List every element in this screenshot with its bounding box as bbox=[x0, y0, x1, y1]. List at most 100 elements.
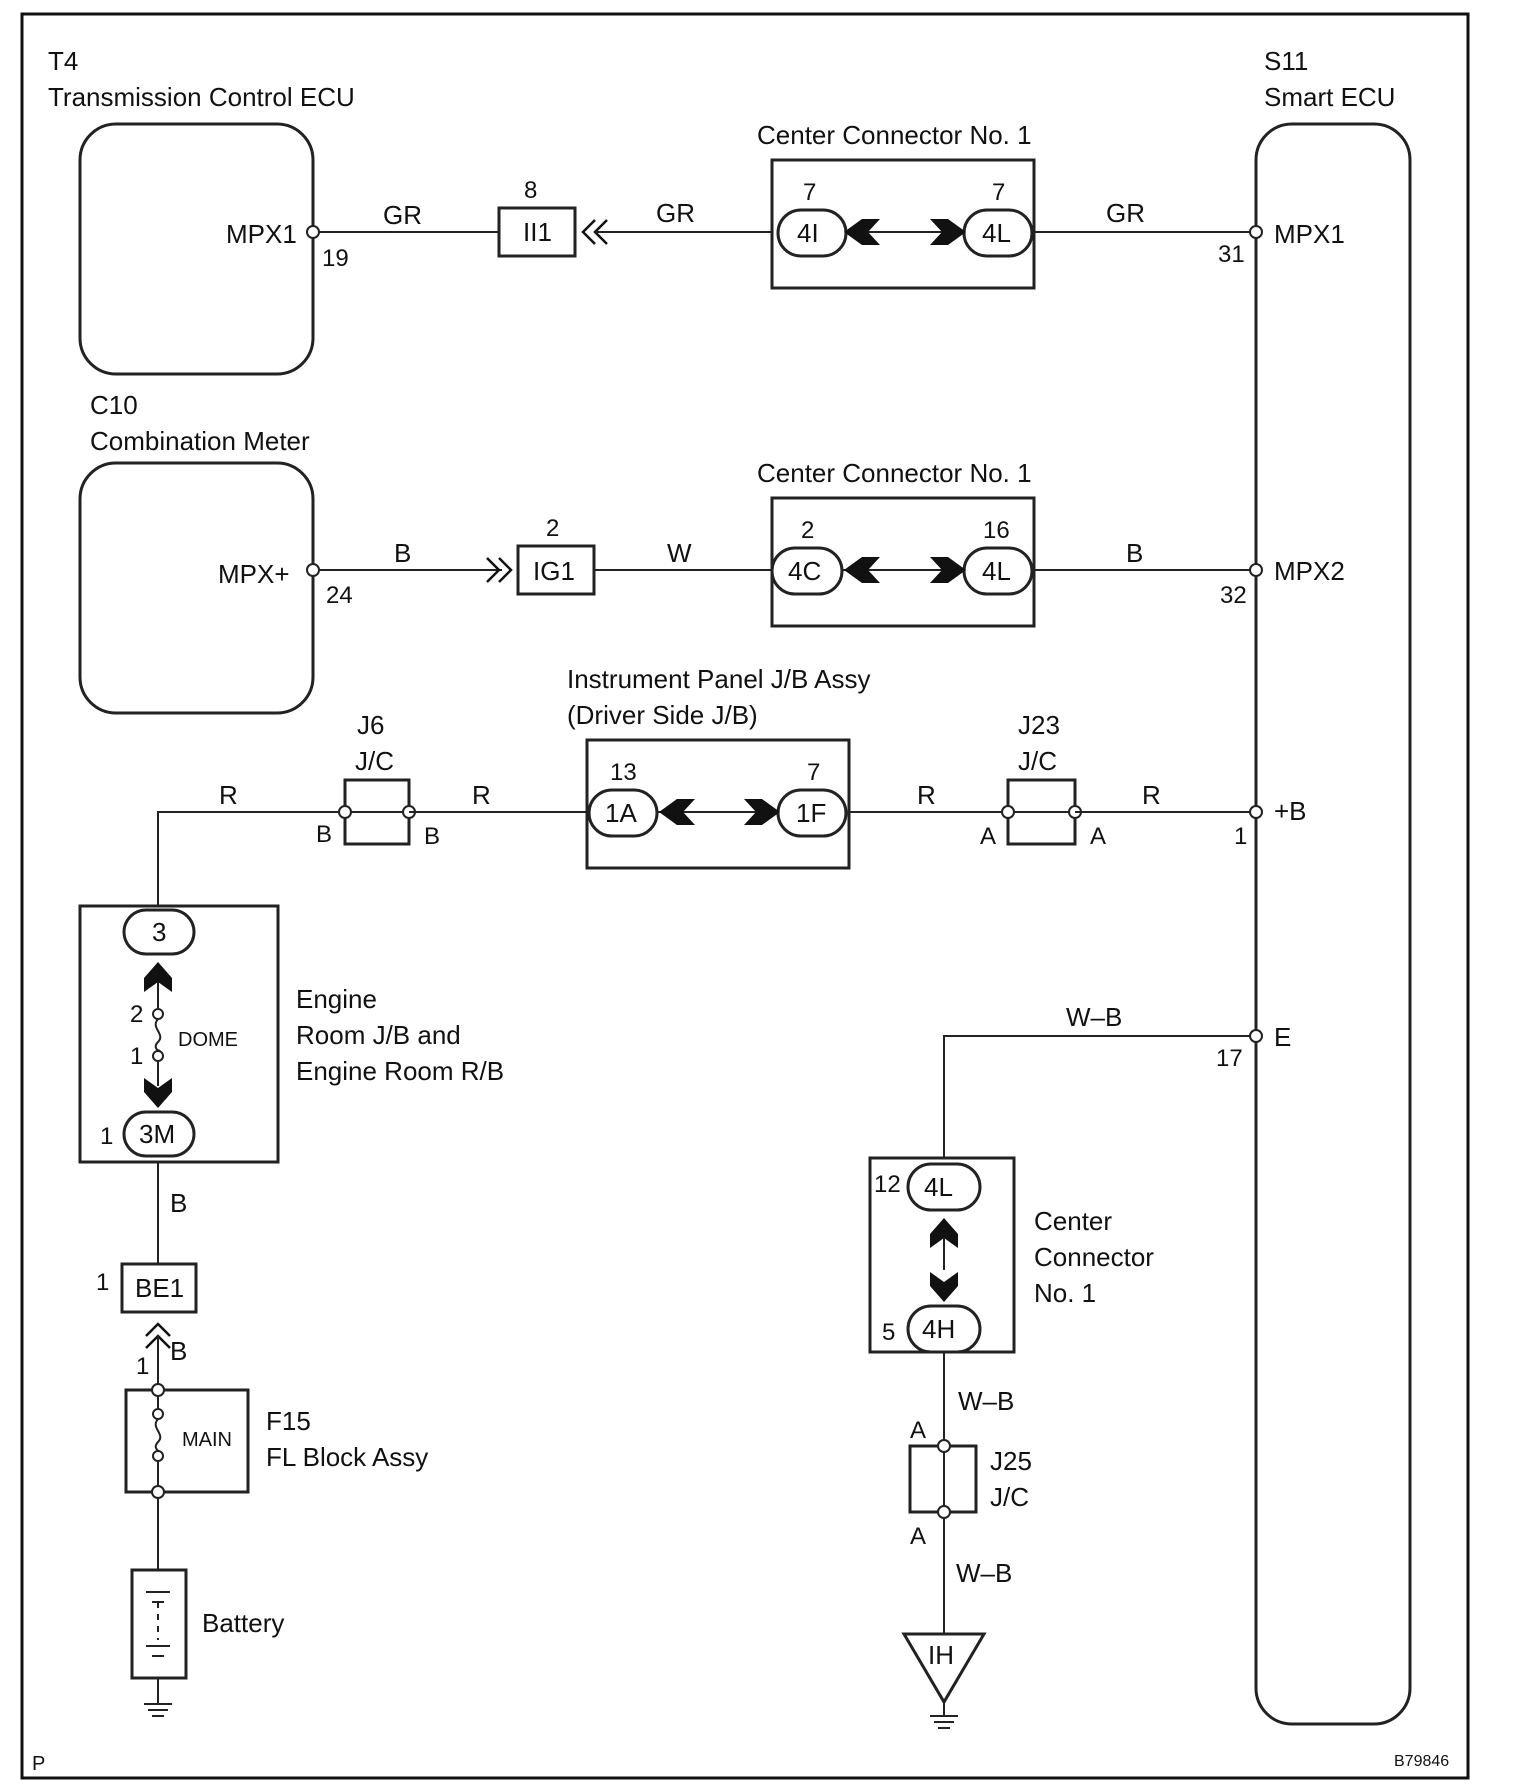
mpx1-circuit: GR 8 II1 GR Center Connector No. 1 7 7 4… bbox=[306, 120, 1263, 290]
engine-jb-bottom-id: 3M bbox=[139, 1119, 175, 1149]
engine-jb-fuse-label: DOME bbox=[178, 1029, 238, 1051]
cc1-mid-left-id: 4C bbox=[788, 556, 821, 586]
mpx2-circuit: B 2 IG1 W Center Connector No. 1 2 16 4C… bbox=[306, 458, 1263, 628]
diagram-frame bbox=[20, 12, 1470, 1780]
tcm-pin: 19 bbox=[322, 245, 349, 272]
wire-r-4: R bbox=[1142, 780, 1161, 810]
engine-room-jb: 3 2 DOME 1 3M 1 Engine Room J/B and Engi… bbox=[78, 904, 504, 1164]
cc1-mid-left-pin: 2 bbox=[801, 517, 814, 544]
wire-r-3: R bbox=[917, 780, 936, 810]
cc1-lower-line1: Center bbox=[1034, 1206, 1112, 1236]
engine-jb-line2: Room J/B and bbox=[296, 1020, 461, 1050]
battery-feed: B 1 BE1 B 1 bbox=[96, 1162, 198, 1390]
smart-mpx2-pin: 32 bbox=[1220, 582, 1247, 609]
battery: Battery bbox=[130, 1498, 284, 1717]
ipjb-title1: Instrument Panel J/B Assy bbox=[567, 664, 870, 694]
ground-circuit: W–B 12 4L 4H 5 Center Connector No. 1 W–… bbox=[868, 1002, 1263, 1729]
ig1-pin: 2 bbox=[546, 515, 559, 542]
cc1-top-right-pin: 7 bbox=[992, 179, 1005, 206]
wire-wb-3: W–B bbox=[956, 1558, 1012, 1588]
j25-type: J/C bbox=[990, 1482, 1029, 1512]
cc1-lower-top-id: 4L bbox=[924, 1172, 953, 1202]
cc1-lower-bottom-pin: 5 bbox=[882, 1319, 895, 1346]
ipjb-title2: (Driver Side J/B) bbox=[567, 700, 758, 730]
wire-r-1: R bbox=[219, 780, 238, 810]
meter-name: Combination Meter bbox=[90, 426, 310, 456]
j6-code: J6 bbox=[357, 710, 384, 740]
battery-name: Battery bbox=[202, 1608, 284, 1638]
cc1-lower-line3: No. 1 bbox=[1034, 1278, 1096, 1308]
ipjb-left-id: 1A bbox=[605, 798, 637, 828]
ii1-id: II1 bbox=[523, 217, 552, 247]
be1-id: BE1 bbox=[135, 1273, 184, 1303]
wire-r-2: R bbox=[472, 780, 491, 810]
fl-block-fuse-label: MAIN bbox=[182, 1429, 232, 1451]
cc1-top-title: Center Connector No. 1 bbox=[757, 120, 1032, 150]
j23-right: A bbox=[1090, 823, 1106, 850]
wire-wb-1: W–B bbox=[1066, 1002, 1122, 1032]
tcm-terminal: MPX1 bbox=[226, 219, 297, 249]
fl-block-name: FL Block Assy bbox=[266, 1442, 428, 1472]
j25-bottom: A bbox=[910, 1523, 926, 1550]
cc1-top-right-id: 4L bbox=[982, 218, 1011, 248]
be1-pin: 1 bbox=[96, 1269, 109, 1296]
j6-right: B bbox=[424, 823, 440, 850]
smart-b-pin: 1 bbox=[1234, 823, 1247, 850]
j25-top: A bbox=[910, 1417, 926, 1444]
j6-left: B bbox=[316, 821, 332, 848]
smart-mpx1-pin: 31 bbox=[1218, 241, 1245, 268]
wire-gr-2: GR bbox=[656, 198, 695, 228]
engine-jb-line3: Engine Room R/B bbox=[296, 1056, 504, 1086]
fl-block-pin: 1 bbox=[136, 1353, 149, 1380]
ipjb-right-id: 1F bbox=[796, 798, 826, 828]
fl-block-assy: MAIN F15 FL Block Assy bbox=[124, 1383, 428, 1499]
ig1-id: IG1 bbox=[533, 556, 575, 586]
ii1-pin: 8 bbox=[524, 177, 537, 204]
meter-code: C10 bbox=[90, 390, 138, 420]
meter-pin: 24 bbox=[326, 582, 353, 609]
smart-e: E bbox=[1274, 1022, 1291, 1052]
cc1-lower-top-pin: 12 bbox=[874, 1171, 901, 1198]
power-b-circuit: R J6 J/C B B R Instrument Panel J/B Assy… bbox=[157, 664, 1263, 906]
j6-type: J/C bbox=[355, 746, 394, 776]
wire-b-1: B bbox=[394, 538, 411, 568]
wire-b-4: B bbox=[170, 1336, 187, 1366]
cc1-top-left-pin: 7 bbox=[803, 179, 816, 206]
smart-e-pin: 17 bbox=[1216, 1045, 1243, 1072]
ipjb-left-pin: 13 bbox=[610, 759, 637, 786]
engine-jb-bottom-pin: 1 bbox=[100, 1123, 113, 1150]
cc1-top-left-id: 4I bbox=[797, 218, 819, 248]
transmission-control-ecu: T4 Transmission Control ECU MPX1 19 bbox=[48, 46, 355, 376]
engine-jb-line1: Engine bbox=[296, 984, 377, 1014]
smart-ecu: S11 Smart ECU MPX1 31 MPX2 32 +B 1 E 17 bbox=[1216, 46, 1412, 1726]
j23-code: J23 bbox=[1018, 710, 1060, 740]
cc1-mid-title: Center Connector No. 1 bbox=[757, 458, 1032, 488]
tcm-name: Transmission Control ECU bbox=[48, 82, 355, 112]
j23-type: J/C bbox=[1018, 746, 1057, 776]
cc1-lower-bottom-id: 4H bbox=[922, 1314, 955, 1344]
cc1-mid-right-id: 4L bbox=[982, 556, 1011, 586]
wire-gr-3: GR bbox=[1106, 198, 1145, 228]
engine-jb-fuse-top-pin: 2 bbox=[130, 1001, 143, 1028]
fl-block-code: F15 bbox=[266, 1406, 311, 1436]
ground-ih-id: IH bbox=[928, 1640, 954, 1670]
cc1-mid-right-pin: 16 bbox=[983, 517, 1010, 544]
footer-right: B79846 bbox=[1394, 1753, 1449, 1770]
smart-ecu-code: S11 bbox=[1264, 46, 1308, 76]
smart-mpx2: MPX2 bbox=[1274, 556, 1345, 586]
cc1-lower-line2: Connector bbox=[1034, 1242, 1154, 1272]
wire-wb-2: W–B bbox=[958, 1386, 1014, 1416]
ipjb-right-pin: 7 bbox=[807, 759, 820, 786]
smart-mpx1: MPX1 bbox=[1274, 219, 1345, 249]
meter-terminal: MPX+ bbox=[218, 559, 290, 589]
wire-gr-1: GR bbox=[383, 200, 422, 230]
wire-w-1: W bbox=[667, 538, 692, 568]
engine-jb-top-id: 3 bbox=[152, 917, 166, 947]
wire-b-2: B bbox=[1126, 538, 1143, 568]
smart-b: +B bbox=[1274, 796, 1307, 826]
j23-left: A bbox=[980, 823, 996, 850]
engine-jb-fuse-bottom-pin: 1 bbox=[130, 1043, 143, 1070]
j25-code: J25 bbox=[990, 1446, 1032, 1476]
combination-meter: C10 Combination Meter MPX+ 24 bbox=[78, 390, 353, 715]
